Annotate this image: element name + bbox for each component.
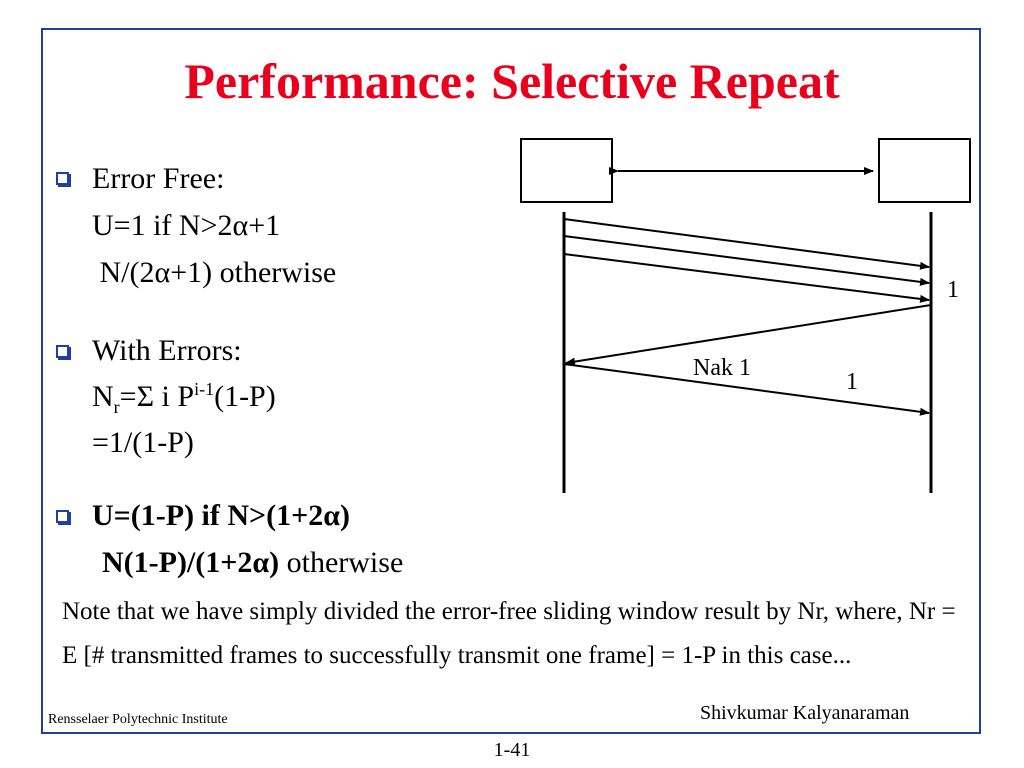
lost-frame-label: 1 [947, 277, 959, 303]
frame-arrow-3 [563, 253, 930, 303]
sender-box [520, 138, 613, 203]
bullet-3-suffix: otherwise [279, 546, 404, 579]
slide-frame [41, 28, 981, 734]
nak-label: Nak 1 [693, 355, 751, 381]
hollow-square-bullet-icon [56, 172, 69, 185]
bullet-1-heading: Error Free: [92, 162, 225, 195]
bullet-1-line-1: U=1 if N>2α+1 [92, 209, 281, 242]
bullet-3-heading: U=(1-P) if N>(1+2α) [92, 499, 350, 532]
nak-arrow [565, 304, 932, 366]
hollow-square-bullet-icon [56, 510, 69, 523]
retransmit-arrow [563, 363, 930, 416]
formula-nr-tail: (1-P) [214, 380, 276, 413]
bullet-2-line-2: =1/(1-P) [92, 426, 194, 459]
hollow-square-bullet-icon [56, 345, 69, 358]
bullet-3-formula: N(1-P)/(1+2α) [102, 546, 280, 579]
bullet-1-line-2: N/(2α+1) otherwise [92, 256, 337, 289]
bullet-2-formula: Nr=Σ i Pi-1(1-P) [92, 379, 276, 416]
footer-author: Shivkumar Kalyanaraman [700, 702, 910, 724]
retransmit-label: 1 [846, 369, 858, 395]
formula-nr-superscript: i-1 [194, 379, 215, 399]
bullet-2-heading: With Errors: [92, 334, 242, 367]
frame-arrow-2 [563, 235, 930, 286]
note-text: Note that we have simply divided the err… [62, 598, 956, 669]
receiver-box [878, 138, 971, 203]
formula-nr-mid: =Σ i P [119, 380, 195, 413]
footer-institution: Rensselaer Polytechnic Institute [48, 712, 228, 727]
page-number: 1-41 [493, 739, 531, 761]
formula-nr-subscript: r [113, 397, 120, 417]
frame-arrow-1 [563, 218, 930, 270]
slide-title: Performance: Selective Repeat [184, 53, 840, 109]
formula-nr-base: N [92, 380, 114, 413]
bullet-3-line-2: N(1-P)/(1+2α) otherwise [102, 548, 403, 578]
